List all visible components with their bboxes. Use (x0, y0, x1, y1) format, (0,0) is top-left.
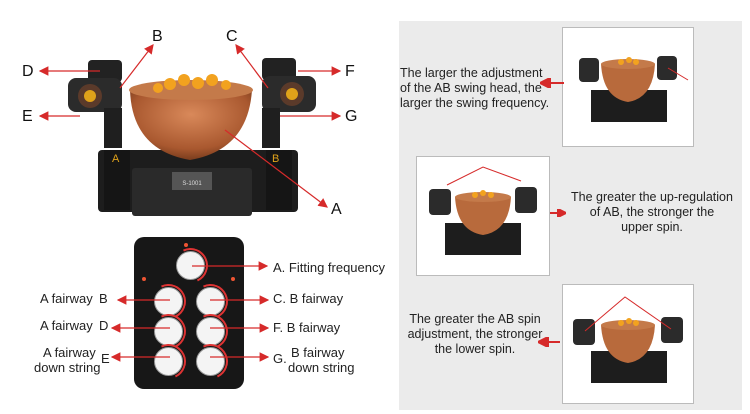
label-a-fairway-d: A fairway (40, 318, 93, 333)
arrow-right-icon (550, 209, 566, 217)
label-A: A (331, 201, 342, 218)
label-b-fairway-down: B fairway (291, 345, 345, 360)
head-left-upper (88, 60, 122, 82)
knob-a-fairway[interactable] (146, 279, 191, 324)
label-down-string-right: down string (288, 360, 355, 375)
label-letter-b: B (99, 291, 108, 306)
thumbnail-upper-spin (416, 156, 550, 276)
label-f-b-fairway: F. B fairway (273, 320, 341, 335)
note-upper-spin: The greater the up-regulation of AB, the… (571, 190, 733, 234)
label-c-b-fairway: C. B fairway (273, 291, 344, 306)
label-F: F (345, 63, 355, 80)
head-right-upper (262, 58, 296, 80)
svg-text:B: B (272, 153, 279, 165)
indicator-light (231, 277, 235, 281)
label-letter-d: D (99, 318, 109, 333)
svg-text:A: A (112, 153, 120, 165)
label-letter-e: E (101, 351, 110, 366)
panel-arrows (110, 261, 270, 362)
label-B: B (152, 28, 163, 45)
arrow-left-icon (540, 78, 564, 88)
label-fitting-frequency: A. Fitting frequency (273, 260, 385, 275)
label-C: C (226, 28, 238, 45)
control-panel (134, 237, 244, 389)
knob-a-spin[interactable] (146, 309, 191, 354)
label-D: D (22, 63, 34, 80)
label-E: E (22, 108, 33, 125)
knob-b-spin[interactable] (188, 309, 233, 354)
knob-b-fairway[interactable] (188, 279, 233, 324)
note-lower-spin: The greater the AB spin adjustment, the … (407, 312, 543, 356)
thumbnail-swing (562, 27, 694, 147)
label-a-fairway-b: A fairway (40, 291, 93, 306)
arrow-left-icon (538, 337, 560, 347)
label-G: G (345, 108, 358, 125)
robot-machine-illustration: S-1001 A B (38, 44, 342, 216)
ball-bowl (130, 90, 252, 160)
indicator-light (184, 243, 188, 247)
indicator-light (142, 277, 146, 281)
balls (153, 74, 231, 93)
note-swing: The larger the adjustment of the AB swin… (400, 66, 550, 110)
thumbnail-lower-spin (562, 284, 694, 404)
svg-text:S-1001: S-1001 (182, 181, 202, 187)
label-letter-g: G. (273, 351, 287, 366)
label-down-string-left: down string (34, 360, 101, 375)
knob-a-down-string[interactable] (146, 339, 191, 384)
label-a-fairway-down: A fairway (43, 345, 96, 360)
knob-b-down-string[interactable] (188, 339, 233, 384)
